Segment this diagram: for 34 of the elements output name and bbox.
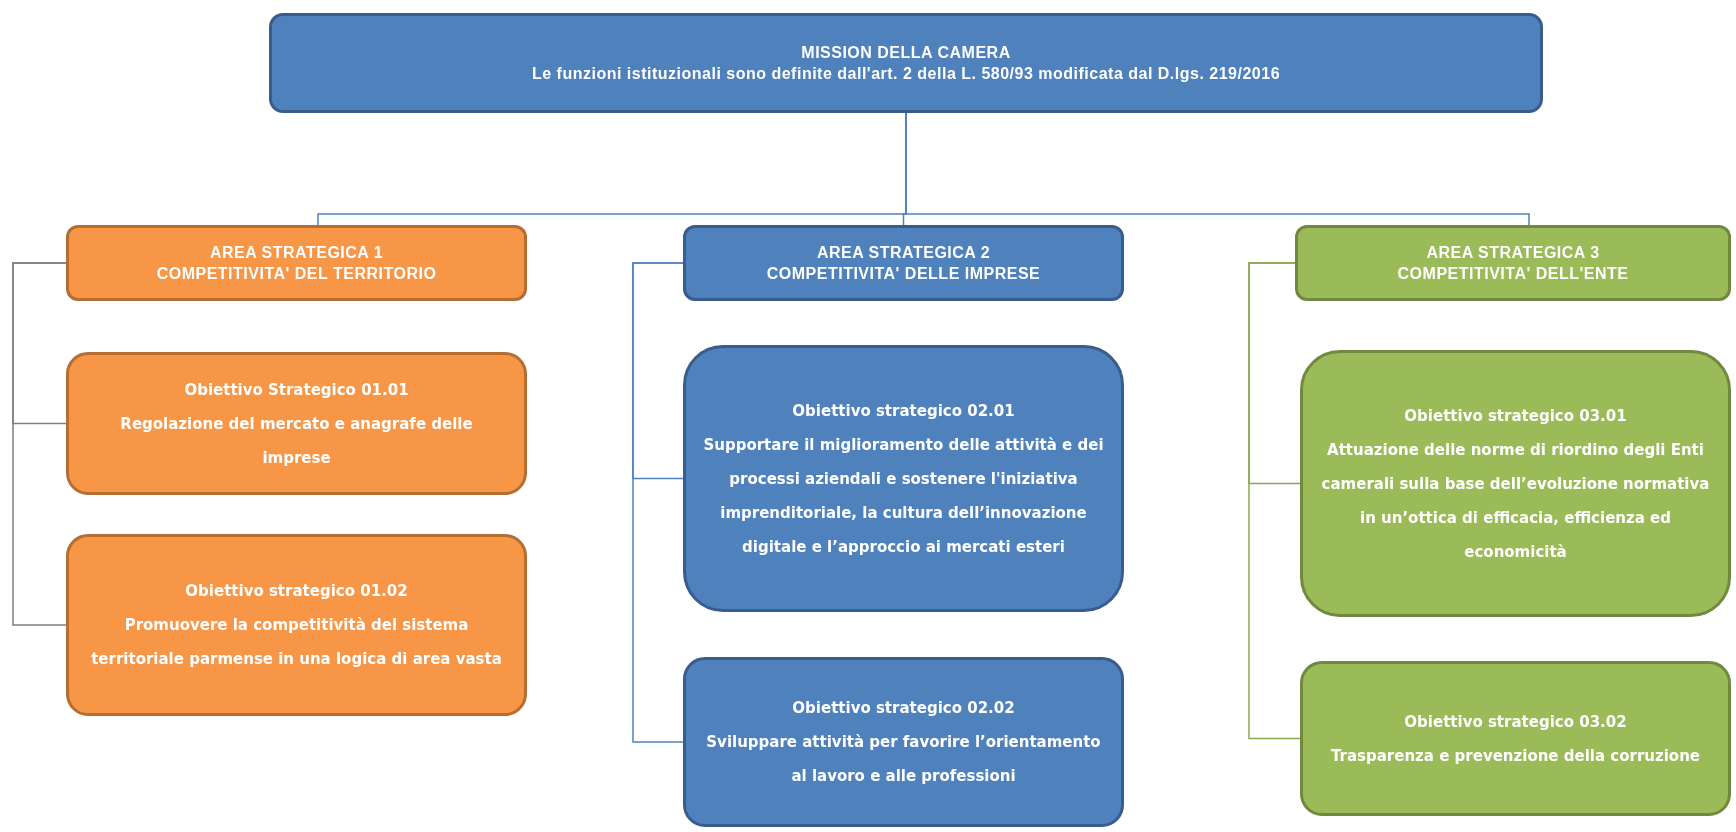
objective-box: [1300, 661, 1731, 816]
box-heading: Obiettivo strategico 03.01: [1404, 405, 1627, 427]
area-title: AREA STRATEGICA 3: [1426, 243, 1600, 263]
area-title: COMPETITIVITA' DELLE IMPRESE: [766, 264, 1041, 284]
box-description: Attuazione delle norme di riordino degli Enti camerali sulla base dell’evoluzione normativa in un’ottica di efficacia, efficienza ed economicità: [1320, 439, 1711, 563]
area-title: AREA STRATEGICA 1: [209, 243, 384, 263]
box-heading: Obiettivo Strategico 01.01: [184, 379, 409, 401]
objective-box: [66, 534, 527, 716]
box-description: Le funzioni istituzionali sono definite dall'art. 2 della L. 580/93 modificata dal D.lgs. 219/2016: [531, 64, 1281, 84]
box-description: Sviluppare attività per favorire l’orientamento al lavoro e alle professioni: [705, 732, 1102, 787]
box-description: Promuovere la competitività del sistema territoriale parmense in una logica di area vasta: [90, 615, 503, 670]
strategic-area-box: [683, 225, 1124, 301]
box-heading: Obiettivo strategico 03.02: [1404, 711, 1627, 733]
box-heading: Obiettivo strategico 02.02: [792, 698, 1015, 719]
area-title: COMPETITIVITA' DELL'ENTE: [1397, 264, 1629, 284]
connector-line: [12, 262, 67, 626]
objective-box: [1300, 350, 1731, 617]
objective-box: [683, 657, 1124, 827]
box-description: Supportare il miglioramento delle attività e dei processi aziendali e sostenere l'iniziativa imprenditoriale, la cultura dell’innovazione digitale e l’approccio ai mercati esteri: [702, 434, 1105, 558]
box-description: Trasparenza e prevenzione della corruzione: [1330, 745, 1700, 767]
connector-line: [1248, 262, 1301, 740]
box-description: Regolazione del mercato e anagrafe delle imprese: [119, 413, 474, 469]
connector-line: [905, 112, 1530, 226]
connector-line: [632, 262, 684, 743]
box-heading: Obiettivo strategico 01.02: [185, 581, 408, 602]
objective-box: [683, 345, 1124, 612]
strategic-area-box: [66, 225, 527, 301]
box-heading: MISSION DELLA CAMERA: [801, 43, 1011, 63]
area-title: COMPETITIVITA' DEL TERRITORIO: [156, 264, 437, 284]
box-heading: Obiettivo strategico 02.01: [792, 400, 1015, 422]
mission-box: [269, 13, 1543, 113]
strategic-area-box: [1295, 225, 1731, 301]
objective-box: [66, 352, 527, 495]
area-title: AREA STRATEGICA 2: [816, 243, 991, 263]
